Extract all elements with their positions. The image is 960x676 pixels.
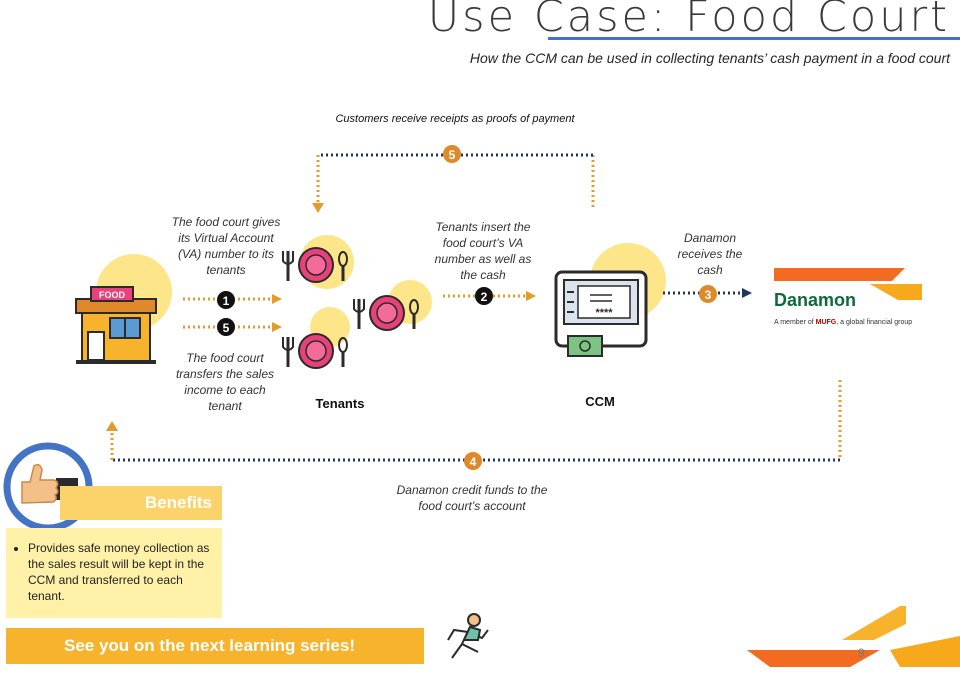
atm-icon: **** — [554, 270, 648, 357]
benefits-box: Provides safe money collection as the sa… — [6, 528, 222, 618]
receipt-note: Customers receive receipts as proofs of … — [335, 113, 575, 125]
ccm-label: CCM — [585, 394, 615, 409]
next-series-banner: See you on the next learning series! — [6, 628, 424, 664]
badge-step-2: 2 — [475, 287, 493, 305]
arrow-step-4 — [106, 380, 842, 462]
svg-text:A member of MUFG, a global fin: A member of MUFG, a global financial gro… — [774, 319, 912, 326]
page-title: Use Case: Food Court — [427, 0, 950, 42]
running-man-icon — [447, 613, 489, 659]
corner-ribbons — [747, 606, 960, 667]
badge-step-4: 4 — [464, 452, 482, 470]
svg-text:5: 5 — [449, 148, 456, 162]
note-food-court-gives: The food court gives its Virtual Account… — [171, 215, 281, 277]
svg-text:2: 2 — [481, 290, 488, 304]
page-subtitle: How the CCM can be used in collecting te… — [469, 50, 950, 66]
plate-cutlery-icon-2 — [353, 295, 419, 331]
arrow-step-2 — [443, 291, 536, 301]
tenants-label: Tenants — [316, 396, 365, 411]
badge-step-5-left: 5 — [217, 318, 235, 336]
svg-text:4: 4 — [470, 455, 477, 469]
svg-text:Danamon: Danamon — [774, 290, 856, 310]
title-underline — [548, 37, 960, 40]
note-food-court-transfers: The food court transfers the sales incom… — [175, 351, 275, 413]
note-danamon-credit: Danamon credit funds to the food court’s… — [396, 483, 548, 513]
svg-text:****: **** — [595, 307, 613, 319]
food-stall-icon: FOOD — [75, 286, 157, 364]
badge-step-5-top: 5 — [443, 145, 461, 163]
badge-step-3: 3 — [699, 285, 717, 303]
plate-cutlery-icon-1 — [282, 247, 348, 283]
svg-text:1: 1 — [223, 294, 230, 308]
danamon-logo: Danamon A member of MUFG, a global finan… — [774, 268, 922, 326]
arrow-step-5-top — [312, 153, 595, 213]
plate-cutlery-icon-3 — [282, 333, 348, 369]
benefits-heading: Benefits — [60, 486, 222, 520]
badge-step-1: 1 — [217, 291, 235, 309]
page-number: 9 — [858, 646, 865, 660]
svg-text:3: 3 — [705, 288, 712, 302]
svg-text:5: 5 — [223, 321, 230, 335]
note-danamon-receives: Danamon receives the cash — [677, 231, 743, 277]
note-tenants-insert: Tenants insert the food court’s VA numbe… — [434, 220, 532, 282]
benefit-item: Provides safe money collection as the sa… — [28, 540, 216, 604]
svg-text:FOOD: FOOD — [99, 290, 125, 300]
